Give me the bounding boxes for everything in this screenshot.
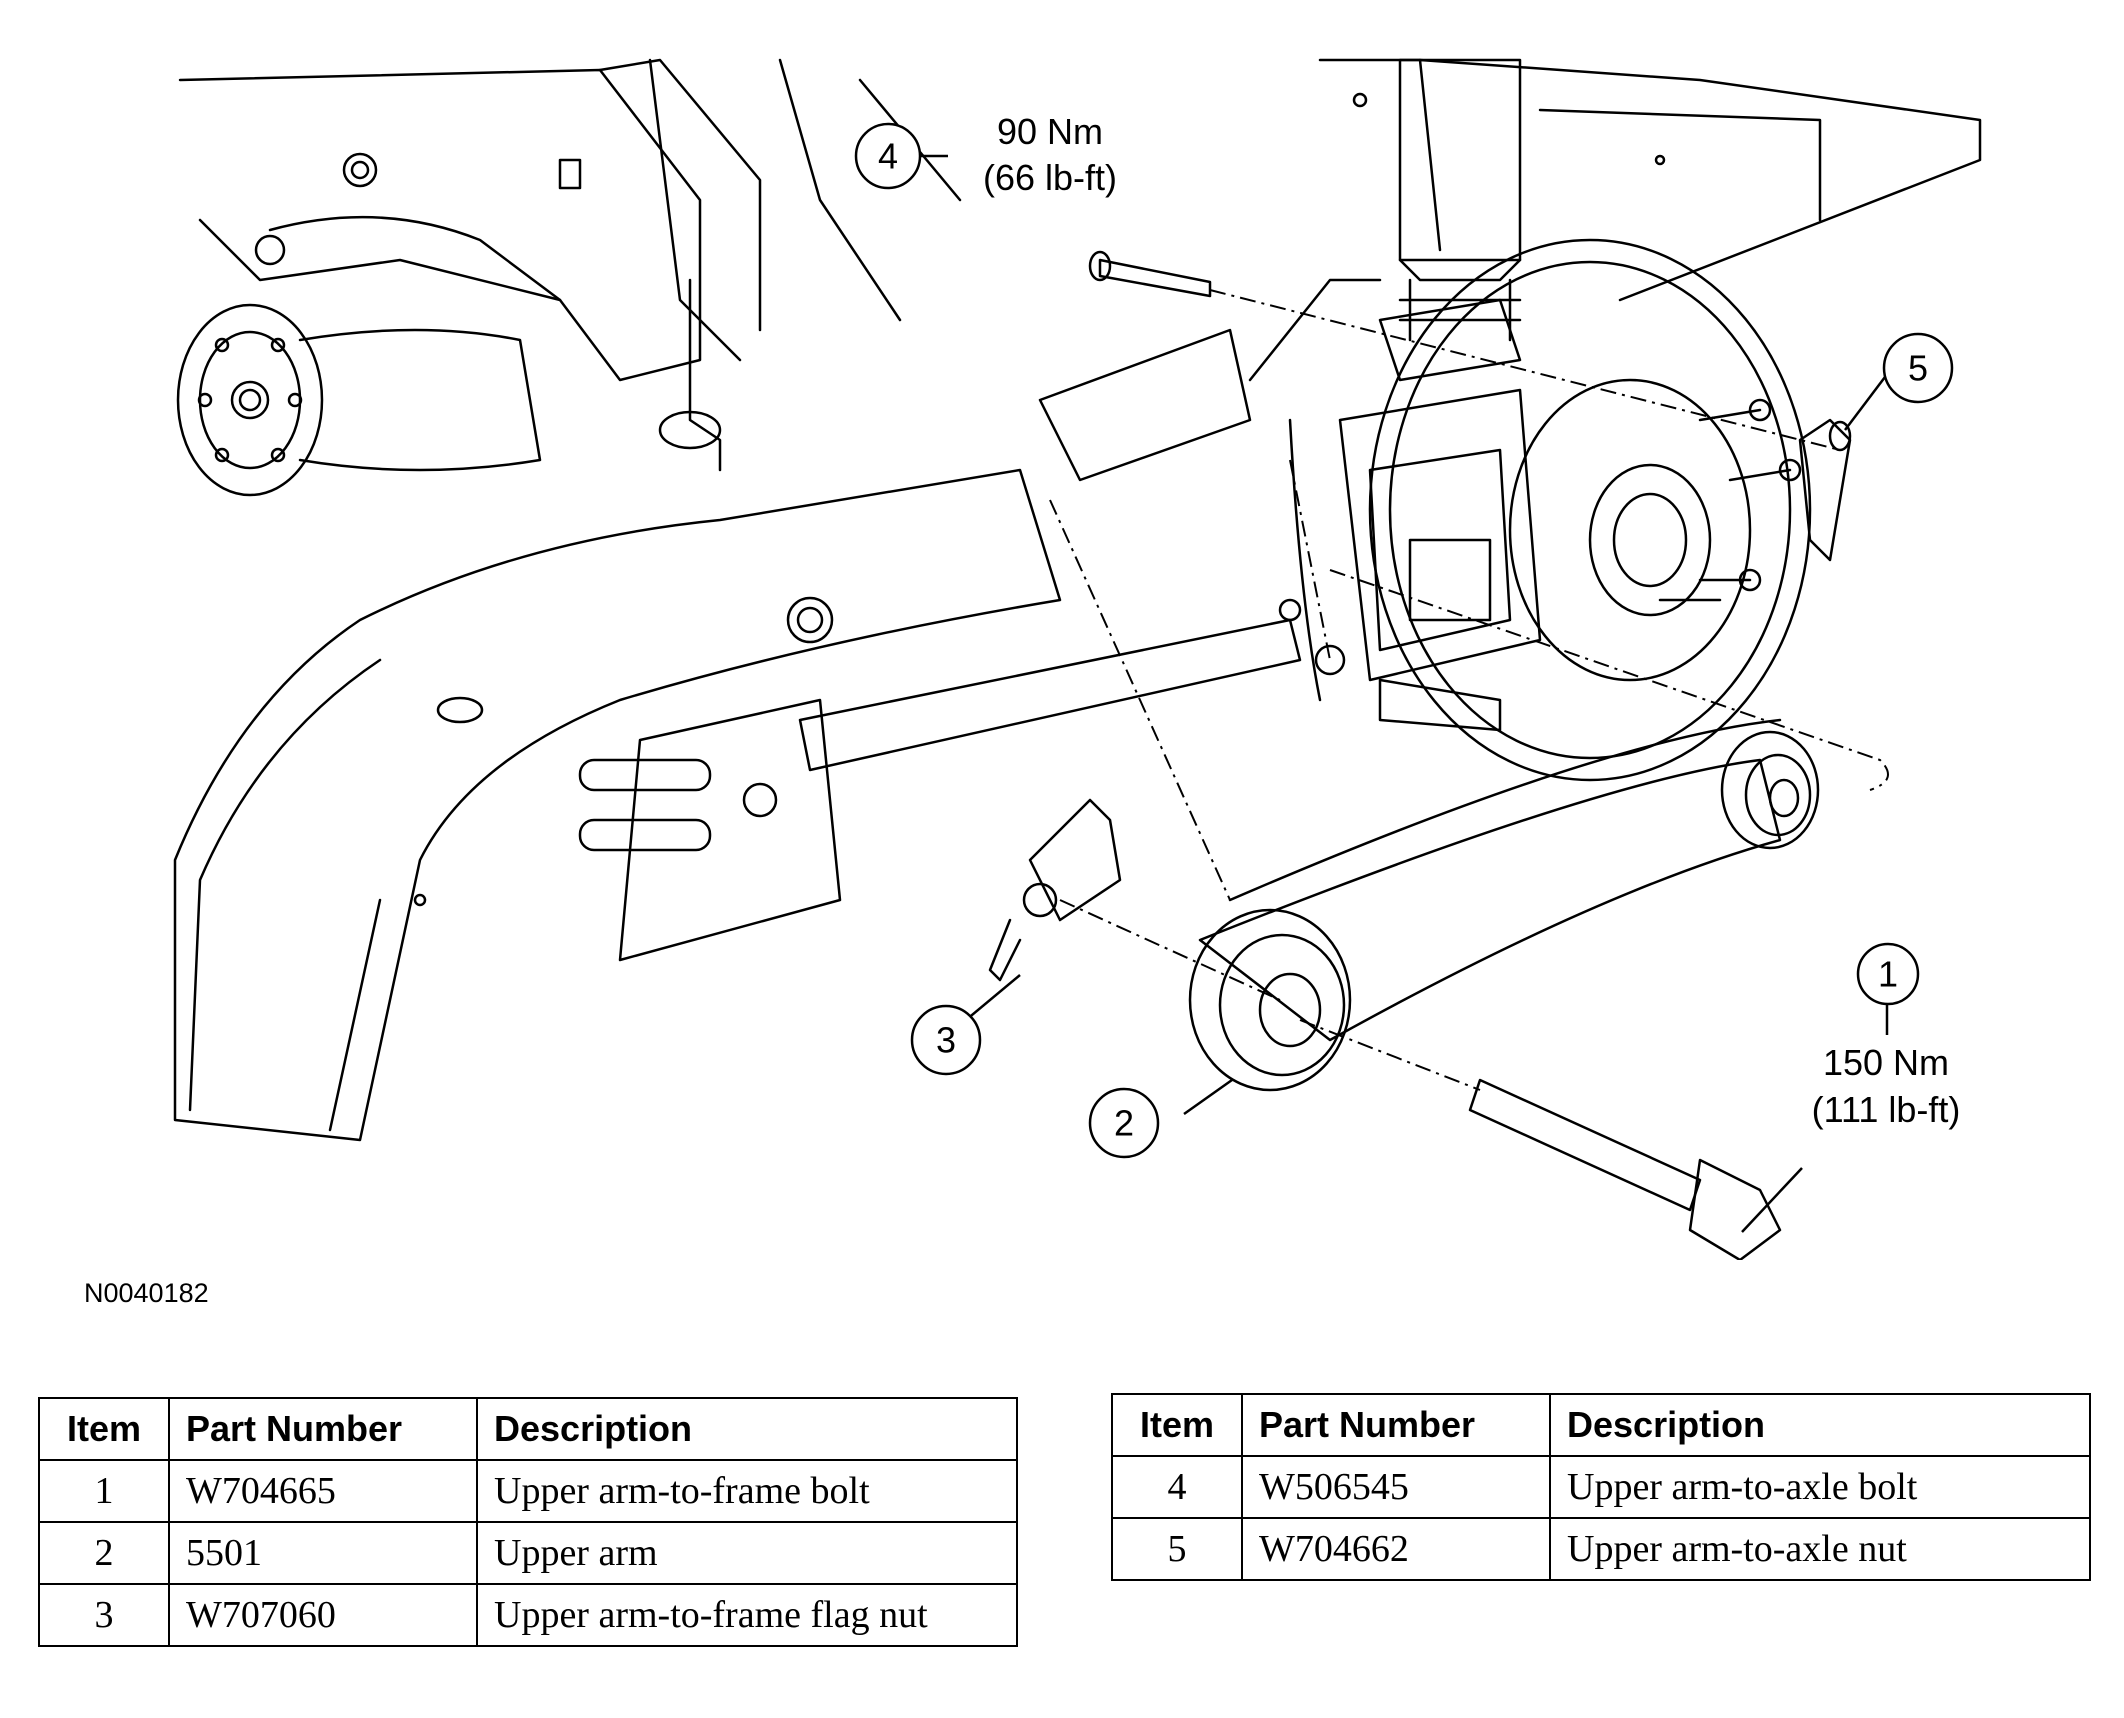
assembly-lines [1049,289,1889,1091]
header-item: Item [1111,1393,1243,1457]
callout-number-5: 5 [1908,348,1928,389]
cell-item: 5 [1111,1517,1243,1581]
axle-nut [1798,418,1852,562]
callout-number-2: 2 [1114,1103,1134,1144]
header-part-number: Part Number [1241,1393,1551,1457]
cell-item: 2 [38,1521,170,1585]
parts-table-left: Item Part Number Description 1 W704665 U… [38,1397,1018,1647]
cell-item: 1 [38,1459,170,1523]
cell-part-number: W704662 [1241,1517,1551,1581]
header-part-number: Part Number [168,1397,478,1461]
callout-number-3: 3 [936,1020,956,1061]
table-row: 3 W707060 Upper arm-to-frame flag nut [38,1583,1018,1647]
brake-rotor [1368,238,1812,782]
table-row: 1 W704665 Upper arm-to-frame bolt [38,1459,1018,1523]
cell-part-number: 5501 [168,1521,478,1585]
table-row: 4 W506545 Upper arm-to-axle bolt [1111,1455,2091,1519]
torque-4-nm: 90 Nm [997,111,1103,152]
cell-description: Upper arm [476,1521,1018,1585]
upper-arm [1188,718,1820,1092]
axle-bolt [1088,250,1212,298]
header-item: Item [38,1397,170,1461]
cell-description: Upper arm-to-axle nut [1549,1517,2091,1581]
left-hub [176,152,562,497]
cell-item: 3 [38,1583,170,1647]
cell-part-number: W707060 [168,1583,478,1647]
callout-number-1: 1 [1878,954,1898,995]
header-description: Description [476,1397,1018,1461]
header-description: Description [1549,1393,2091,1457]
axle-tube [798,328,1302,772]
callout-circle-4 [854,122,922,190]
cell-item: 4 [1111,1455,1243,1519]
cell-description: Upper arm-to-frame flag nut [476,1583,1018,1647]
frame-rail [173,468,1062,1142]
table-header-row: Item Part Number Description [1111,1393,2091,1457]
leader-lines [918,154,1889,1233]
suspension-diagram: 1 2 3 4 5 90 Nm (66 lb-ft) 150 Nm (111 l… [173,58,1982,1260]
callout-circle-2 [1088,1087,1160,1159]
flag-nut [988,798,1122,982]
torque-4-lbft: (66 lb-ft) [983,157,1117,198]
torque-1-nm: 150 Nm [1823,1042,1949,1083]
cell-description: Upper arm-to-frame bolt [476,1459,1018,1523]
callout-circle-1 [1856,942,1920,1006]
cell-part-number: W506545 [1241,1455,1551,1519]
callout-circle-3 [910,1004,982,1076]
cell-description: Upper arm-to-axle bolt [1549,1455,2091,1519]
table-row: 5 W704662 Upper arm-to-axle nut [1111,1517,2091,1581]
frame-bolt [1468,1078,1782,1260]
table-header-row: Item Part Number Description [38,1397,1018,1461]
table-row: 2 5501 Upper arm [38,1521,1018,1585]
torque-1-lbft: (111 lb-ft) [1812,1089,1961,1130]
figure-code: N0040182 [84,1278,209,1308]
cell-part-number: W704665 [168,1459,478,1523]
parts-table-right: Item Part Number Description 4 W506545 U… [1111,1393,2091,1581]
callout-circle-5 [1882,332,1954,404]
callout-number-4: 4 [878,136,898,177]
brake-caliper [1248,278,1542,732]
